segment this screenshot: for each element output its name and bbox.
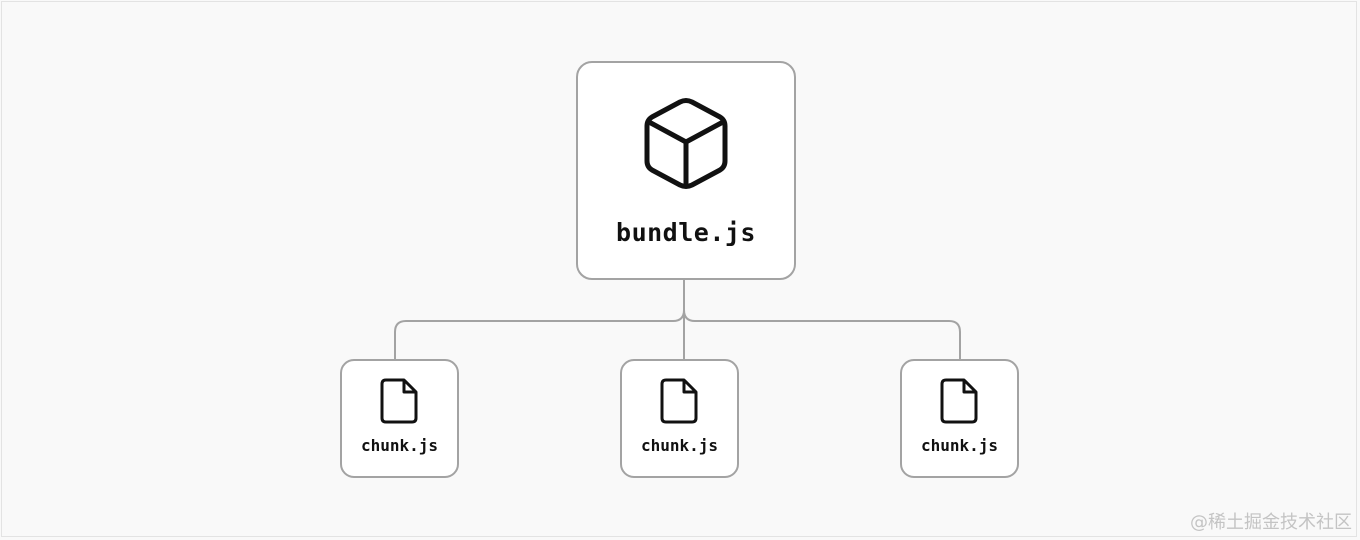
connector-root-to-chunk-1 [394,280,685,359]
chunk-node-3: chunk.js [900,359,1019,478]
chunk-node-2: chunk.js [620,359,739,478]
chunk-label-3: chunk.js [920,436,999,455]
chunk-label-1: chunk.js [360,436,439,455]
bundle-node: bundle.js [576,61,796,280]
file-icon [380,378,417,424]
file-icon [660,378,697,424]
watermark: @稀土掘金技术社区 [1190,512,1352,533]
package-cube-icon [644,98,728,189]
bundle-label: bundle.js [616,218,756,247]
file-icon [940,378,977,424]
chunk-label-2: chunk.js [640,436,719,455]
chunk-node-1: chunk.js [340,359,459,478]
connector-root-to-chunk-3 [683,280,961,359]
